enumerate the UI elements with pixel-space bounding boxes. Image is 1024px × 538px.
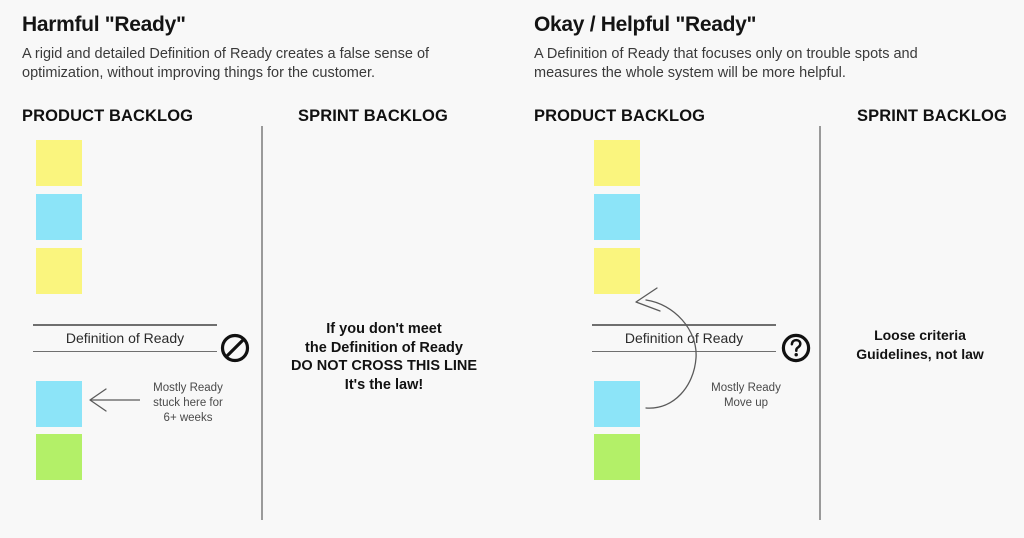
sticky-note-yellow-1[interactable] (36, 140, 82, 186)
sticky-note-green-1[interactable] (36, 434, 82, 480)
sprint-backlog-message: If you don't meet the Definition of Read… (290, 321, 478, 393)
definition-of-ready-label: Definition of Ready (65, 329, 185, 346)
sticky-note-yellow-1[interactable] (594, 140, 640, 186)
prohibition-icon (220, 333, 250, 363)
definition-of-ready-rule-top (33, 324, 217, 326)
column-header-product-backlog: PRODUCT BACKLOG (22, 107, 194, 125)
sticky-note-blue-2[interactable] (36, 381, 82, 427)
sprint-backlog-message: Loose criteria Guidelines, not law (856, 327, 984, 362)
question-mark-icon (781, 333, 811, 363)
panel-description: A rigid and detailed Definition of Ready… (22, 46, 430, 81)
column-header-sprint-backlog: SPRINT BACKLOG (857, 107, 1007, 125)
sticky-note-blue-1[interactable] (594, 194, 640, 240)
definition-of-ready-band: Definition of Ready (592, 324, 776, 353)
definition-of-ready-label: Definition of Ready (624, 329, 744, 346)
sticky-note-blue-1[interactable] (36, 194, 82, 240)
sticky-note-green-1[interactable] (594, 434, 640, 480)
definition-of-ready-rule-bottom (592, 350, 776, 353)
sticky-note-yellow-2[interactable] (36, 248, 82, 294)
panel-harmful-ready: Harmful "Ready" A rigid and detailed Def… (22, 13, 478, 520)
annotation-mostly-ready: Mostly Ready stuck here for 6+ weeks (153, 382, 223, 424)
sticky-note-yellow-2[interactable] (594, 248, 640, 294)
column-header-sprint-backlog: SPRINT BACKLOG (298, 107, 448, 125)
panel-title: Okay / Helpful "Ready" (534, 13, 757, 36)
column-header-product-backlog: PRODUCT BACKLOG (534, 107, 706, 125)
annotation-mostly-ready: Mostly Ready Move up (711, 382, 781, 409)
straight-left-arrow-icon (89, 388, 140, 412)
sticky-note-blue-2[interactable] (594, 381, 640, 427)
panel-okay-helpful-ready: Okay / Helpful "Ready" A Definition of R… (512, 0, 1024, 538)
definition-of-ready-band: Definition of Ready (33, 324, 217, 353)
column-divider (819, 126, 821, 520)
definition-of-ready-rule-bottom (33, 350, 217, 353)
panel-description: A Definition of Ready that focuses only … (534, 46, 918, 81)
column-divider (261, 126, 263, 520)
panel-title: Harmful "Ready" (22, 13, 186, 36)
